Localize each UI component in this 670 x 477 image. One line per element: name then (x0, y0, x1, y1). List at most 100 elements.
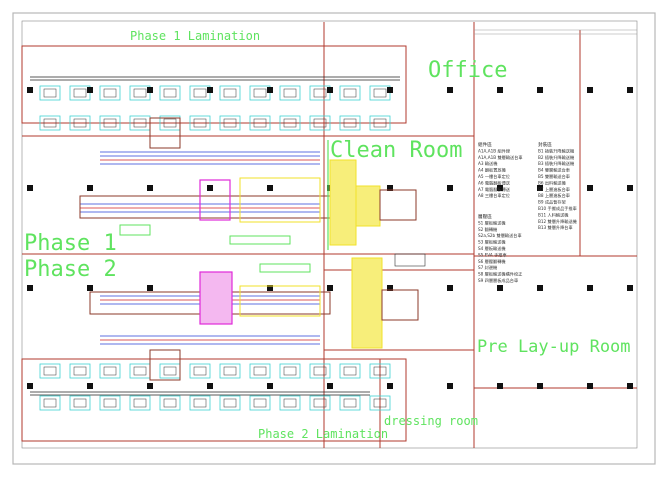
column (87, 285, 93, 291)
column (627, 87, 633, 93)
column (147, 87, 153, 93)
workstation (99, 363, 121, 379)
phase2-lamination-label: Phase 2 Lamination (258, 427, 388, 441)
column (387, 383, 393, 389)
legend-item: A4 翻板置放機 (478, 167, 507, 174)
phase1-equipment (79, 117, 417, 250)
workstation (339, 115, 361, 131)
column (87, 185, 93, 191)
column (147, 383, 153, 389)
legend-item: A7 電腦翻板傳送 (478, 186, 511, 193)
legend-item: B4 雙層輸送台車 (538, 167, 570, 174)
workstation (279, 85, 301, 101)
column (537, 383, 543, 389)
workstation (99, 395, 121, 411)
workstation (309, 115, 331, 131)
column (387, 285, 393, 291)
workstation (189, 363, 211, 379)
column (327, 87, 333, 93)
legend-item: S1 層板輸送機 (478, 219, 506, 226)
column (87, 383, 93, 389)
legend-item: A8 三樓台車定位 (478, 192, 510, 199)
phase2-label: Phase 2 (24, 257, 117, 282)
legend-item: B1 插裝升降輸送機 (538, 147, 575, 154)
legend-item: A1A,A1B 組件線 (478, 147, 511, 154)
workstation (369, 115, 391, 131)
workstation (219, 85, 241, 101)
column (627, 285, 633, 291)
column (587, 383, 593, 389)
column (447, 185, 453, 191)
column (267, 285, 273, 291)
column (27, 285, 33, 291)
column (387, 87, 393, 93)
legend-item: B12 雙層升降輸送機 (538, 218, 578, 225)
column (327, 285, 333, 291)
column (497, 185, 503, 191)
legend-item: S4 層板輸送機 (478, 245, 506, 252)
workstation (189, 395, 211, 411)
legend-item: S2a,S2b 雙層輸送台車 (478, 232, 522, 239)
workstation (39, 115, 61, 131)
workstation (129, 395, 151, 411)
workstation (39, 85, 61, 101)
title-block (474, 29, 637, 35)
workstation (39, 363, 61, 379)
workstation (99, 85, 121, 101)
legend-item: A1A,A1B 雙層輸送台車 (478, 154, 523, 161)
workstation (219, 115, 241, 131)
column (27, 383, 33, 389)
legend-item: S7 封邊機 (478, 264, 498, 271)
workstation (39, 395, 61, 411)
room-walls (21, 22, 637, 448)
column (327, 383, 333, 389)
column (447, 285, 453, 291)
workstation (99, 115, 121, 131)
legend-heading: 封裝區 (538, 141, 552, 148)
legend-item: S8 層板輸送機構件校正 (478, 271, 522, 278)
column (497, 383, 503, 389)
column (587, 285, 593, 291)
legend-item: A5 一樓台車定位 (478, 173, 510, 180)
pre-layup-room-label: Pre Lay-up Room (477, 337, 631, 357)
column (447, 383, 453, 389)
legend-item: B8 上層進板台車 (538, 192, 570, 199)
column (207, 87, 213, 93)
workstation (249, 115, 271, 131)
legend-item: B13 雙層升降台車 (538, 224, 573, 231)
workstation (189, 115, 211, 131)
workstation (309, 395, 331, 411)
legend-item: B6 出料輸送機 (538, 179, 567, 186)
legend-item: B10 手搬成品手推車 (538, 205, 577, 212)
legend-item: B9 成品暫存架 (538, 199, 566, 206)
legend-item: B11 人料輸送機 (538, 211, 569, 218)
column (267, 185, 273, 191)
legend-item: B3 插裝升降輸送機 (538, 160, 575, 167)
workstation (249, 395, 271, 411)
workstation (279, 115, 301, 131)
legend-item: B5 雙層輸送台車 (538, 173, 570, 180)
legend-item: A6 電腦翻板傳送 (478, 179, 511, 186)
workstation (279, 363, 301, 379)
column (627, 185, 633, 191)
column (207, 185, 213, 191)
column (387, 185, 393, 191)
workstation (369, 395, 391, 411)
column (587, 185, 593, 191)
column (87, 87, 93, 93)
workstation (69, 363, 91, 379)
workstation (159, 395, 181, 411)
workstation (339, 85, 361, 101)
clean-room-label: Clean Room (330, 138, 462, 163)
workstation (69, 395, 91, 411)
column (207, 383, 213, 389)
workstation (219, 395, 241, 411)
workstation (249, 363, 271, 379)
workstation (69, 115, 91, 131)
column (147, 185, 153, 191)
legend-item: S6 層壓翻轉機 (478, 258, 506, 265)
column (27, 87, 33, 93)
column (497, 285, 503, 291)
